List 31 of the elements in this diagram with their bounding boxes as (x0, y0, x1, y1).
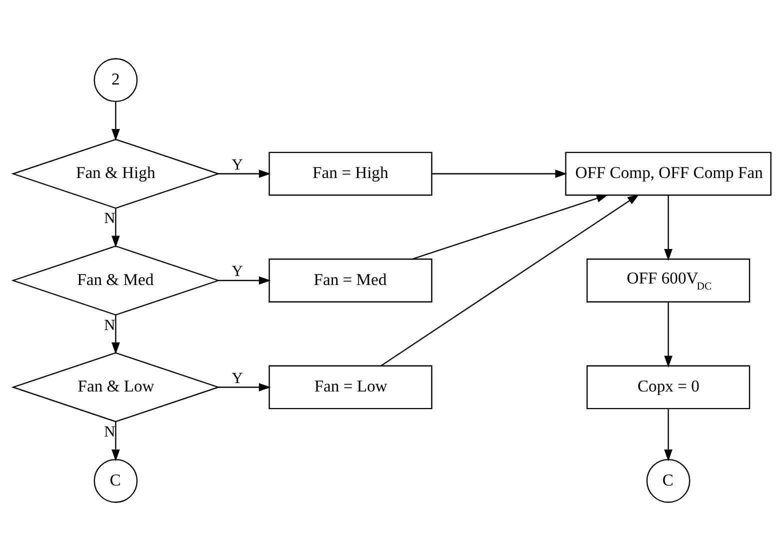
node-circle: C (94, 458, 138, 502)
edge-label: Y (232, 369, 243, 386)
arrow (664, 195, 672, 260)
arrow (218, 169, 271, 178)
edge-label: N (104, 210, 116, 227)
node-diamond: Fan & Med (11, 244, 220, 316)
arrow (412, 194, 608, 260)
node-box: OFF 600V$_{DC}$ (586, 258, 750, 302)
arrow (380, 194, 640, 366)
edge-label: Y (232, 156, 243, 174)
node-box: Fan = High (268, 151, 432, 196)
node-box: Fan = Low (268, 364, 432, 409)
arrow (112, 421, 120, 461)
arrow (112, 208, 120, 248)
node-diamond: Fan & Low (11, 352, 220, 422)
arrow (112, 101, 120, 140)
edge-label: Y (232, 262, 243, 280)
arrow (432, 169, 568, 178)
node-box: Copx = 0 (586, 364, 750, 409)
node-circle: C (646, 458, 690, 502)
arrow (112, 314, 120, 354)
arrow (664, 408, 672, 461)
node-circle: 2 (94, 58, 138, 102)
node-box: OFF Comp, OFF Comp Fan (565, 151, 772, 196)
arrow (218, 382, 271, 391)
arrow (218, 276, 271, 284)
arrow (664, 302, 672, 368)
node-diamond: Fan & High (11, 138, 220, 208)
edge-label: N (104, 422, 116, 440)
edge-label: N (104, 316, 116, 334)
node-box: Fan = Med (268, 258, 432, 302)
